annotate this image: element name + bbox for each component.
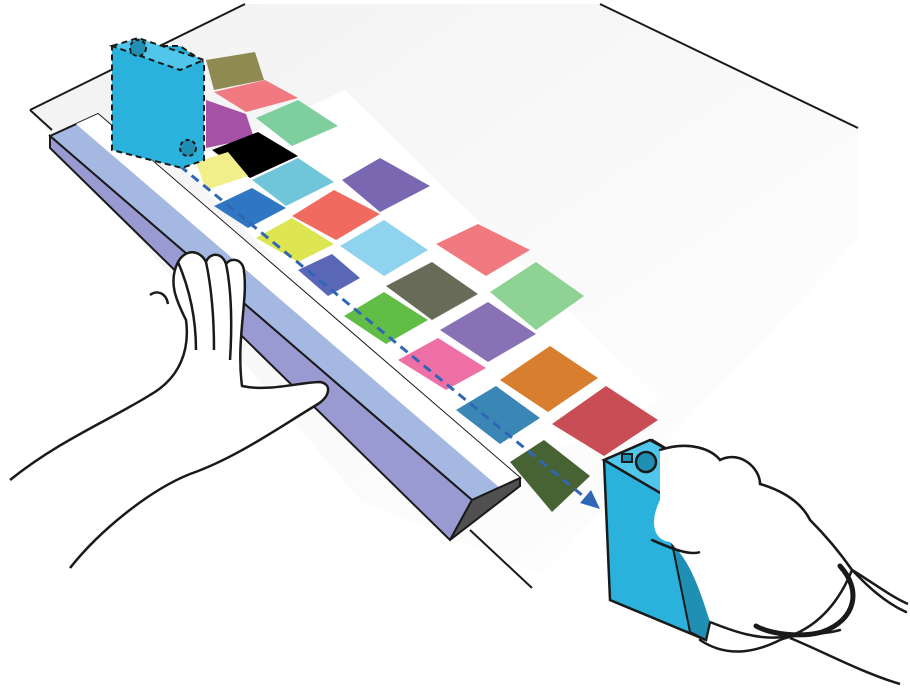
color-patch: [340, 220, 428, 276]
forearm-lines: [789, 568, 909, 686]
color-patch: [196, 152, 248, 190]
ghost-device-lens-icon: [179, 139, 197, 157]
left-hand-icon: [9, 251, 330, 569]
left-hand-fingers: [149, 261, 233, 361]
color-patch: [386, 262, 478, 320]
right-hand-fill: [654, 445, 852, 638]
color-patch: [292, 190, 380, 240]
patch-group-upper: [196, 52, 430, 296]
device-start-position: [108, 36, 207, 170]
scan-path-arrow: [179, 164, 600, 509]
ghost-device-button-icon: [129, 39, 147, 57]
paper-left-corner: [29, 109, 53, 131]
color-patch: [212, 132, 298, 178]
color-patch: [206, 52, 264, 90]
device-indicator-icon: [621, 453, 633, 463]
color-patch: [436, 224, 530, 276]
color-patch: [510, 440, 590, 512]
color-patch: [252, 158, 334, 206]
wristband-icon: [753, 563, 856, 638]
ghost-device-body: [111, 45, 205, 170]
color-patch: [440, 302, 536, 362]
color-patch: [256, 218, 334, 262]
paper-bottom-edge: [469, 529, 533, 589]
color-patch: [298, 254, 360, 296]
ruler-guide: [48, 112, 522, 542]
device-button-icon: [634, 450, 658, 474]
color-patch: [206, 100, 254, 148]
color-patch: [342, 158, 430, 212]
color-patch: [398, 338, 486, 390]
ruler-highlight-strip: [76, 114, 520, 488]
color-patch: [552, 386, 658, 456]
color-patch: [456, 386, 540, 444]
color-patch: [344, 292, 428, 344]
color-patch: [214, 188, 286, 228]
scan-path-line: [179, 164, 589, 502]
color-patch: [214, 80, 298, 112]
arrowhead-icon: [580, 490, 600, 509]
ruler-end-face: [449, 476, 521, 541]
color-patch: [500, 346, 598, 412]
right-hand-icon: [650, 444, 909, 686]
left-hand-outline: [9, 251, 330, 569]
patch-group-lower: [344, 224, 658, 512]
paper-top-right-edge: [599, 3, 859, 129]
color-patch: [490, 262, 584, 330]
color-patch: [256, 100, 338, 146]
